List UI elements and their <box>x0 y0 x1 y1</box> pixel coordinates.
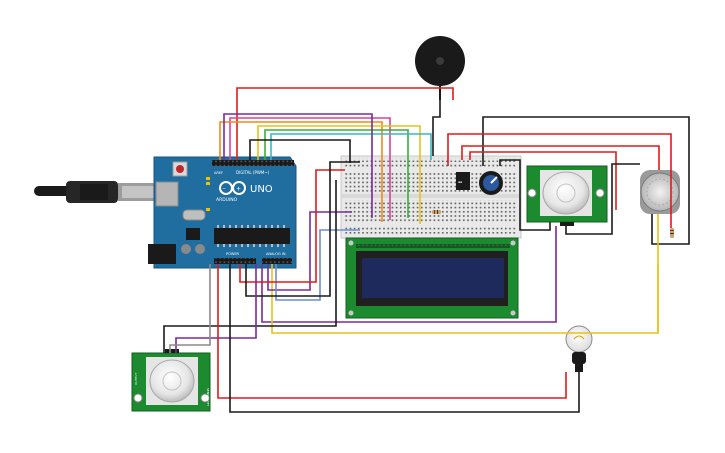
wire-green <box>264 129 409 218</box>
svg-text:▪▪: ▪▪ <box>458 180 462 184</box>
wire-black <box>432 100 441 156</box>
lcd-16x2 <box>345 237 519 319</box>
wire-black <box>499 159 551 231</box>
analog-header-label: ANALOG IN <box>266 252 286 256</box>
wire-red <box>236 87 454 160</box>
svg-text:+: + <box>236 186 241 193</box>
model-label: UNO <box>250 184 273 195</box>
wire-black <box>245 161 360 297</box>
wire-red <box>469 151 617 210</box>
wire-black <box>482 116 690 245</box>
aref-label: AREF <box>214 171 223 175</box>
power-header-label: POWER <box>226 252 240 256</box>
wire-red <box>461 145 660 170</box>
wire-gray <box>275 229 360 301</box>
wire-black <box>565 163 640 235</box>
reset-button[interactable] <box>176 165 184 173</box>
resistors <box>432 210 674 238</box>
power-jack <box>148 244 176 264</box>
arduino-logo-icon: – + <box>219 181 246 195</box>
usb-cable <box>34 181 158 203</box>
wire-purple <box>175 264 257 353</box>
svg-text:–: – <box>223 185 226 192</box>
wire-teal <box>270 133 432 160</box>
digital-header-label: DIGITAL (PWM~) <box>236 170 270 175</box>
wire-yellow <box>257 125 421 224</box>
gas-sensor <box>640 170 680 214</box>
wire-pink <box>229 117 391 220</box>
brand-label: ARDUINO <box>216 197 238 203</box>
ic-chip <box>456 172 470 190</box>
potentiometer[interactable] <box>479 171 503 195</box>
pir-sensor-right <box>526 165 608 226</box>
pir-sensor-left: OUTPUT SENSITIVITY <box>131 349 211 412</box>
wire-gray <box>169 264 211 353</box>
wire-black <box>163 180 337 353</box>
wire-black <box>249 139 351 163</box>
wire-purple <box>223 113 373 218</box>
usb-port <box>155 181 179 207</box>
piezo-buzzer <box>415 36 465 100</box>
breadboard <box>340 155 522 239</box>
lcd-screen <box>362 258 504 298</box>
arduino-uno: DIGITAL (PWM~) AREF – + ARDUINO UNO POWE… <box>148 156 297 269</box>
wire-black <box>229 264 580 413</box>
pir-output-label: OUTPUT <box>134 373 138 385</box>
wire-red <box>447 133 672 228</box>
wire-red <box>239 169 345 283</box>
wire-orange <box>219 121 383 222</box>
wire-red <box>217 264 567 399</box>
microcontroller-chip <box>214 228 290 244</box>
pir-sensitivity-label: SENSITIVITY <box>206 388 210 406</box>
wire-purple <box>261 226 557 323</box>
